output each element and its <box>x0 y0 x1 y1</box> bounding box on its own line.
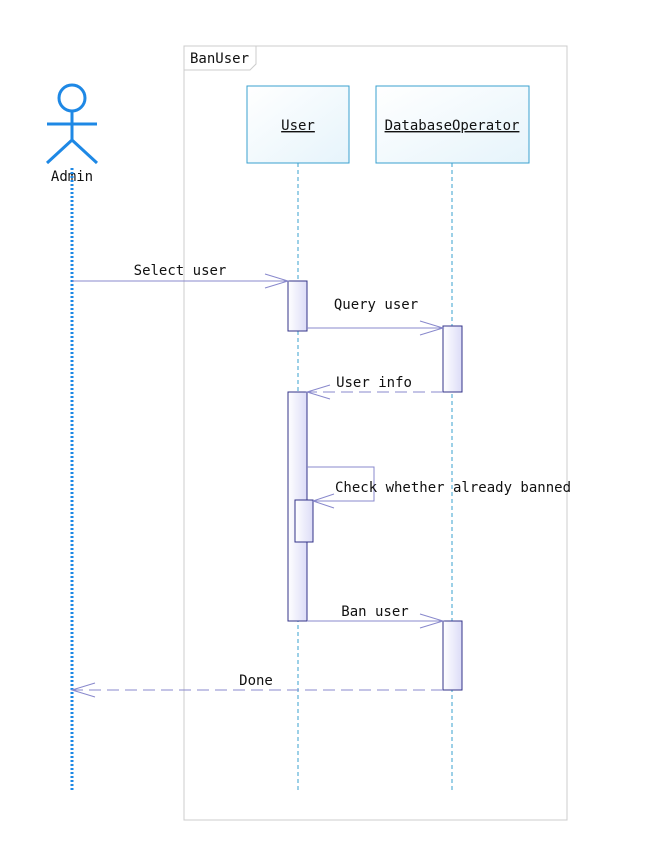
actor-left-leg <box>45 138 74 165</box>
activation-user-nested <box>294 499 314 543</box>
lifeline-user-name: User <box>281 118 315 134</box>
frame-title: BanUser <box>190 51 249 67</box>
message-select-user-label: Select user <box>134 263 227 279</box>
actor-admin <box>45 83 99 165</box>
message-check-banned <box>307 466 375 509</box>
message-check-banned-label: Check whether already banned <box>335 480 571 496</box>
activation-db-2 <box>442 620 463 691</box>
frame-title-tab <box>184 46 257 71</box>
actor-right-leg <box>70 138 99 165</box>
lifeline-db-box <box>375 85 530 164</box>
actor-head <box>57 83 87 113</box>
activation-db-1 <box>442 325 463 393</box>
message-select-user <box>72 273 290 289</box>
message-ban-user <box>307 613 445 629</box>
lifeline-user: User <box>246 85 350 790</box>
lifeline-db-name: DatabaseOperator <box>385 118 520 134</box>
message-done <box>70 682 443 698</box>
message-done-label: Done <box>239 673 273 689</box>
message-user-info-label: User info <box>336 375 412 391</box>
lifeline-database-operator: DatabaseOperator <box>375 85 530 790</box>
lifeline-user-box <box>246 85 350 164</box>
message-query-user-label: Query user <box>334 297 418 313</box>
message-user-info <box>305 384 443 400</box>
message-ban-user-label: Ban user <box>341 604 408 620</box>
frame-banuser: BanUser <box>183 45 568 821</box>
message-query-user <box>307 320 445 336</box>
frame-border <box>183 45 568 821</box>
activation-user-1 <box>287 280 308 332</box>
